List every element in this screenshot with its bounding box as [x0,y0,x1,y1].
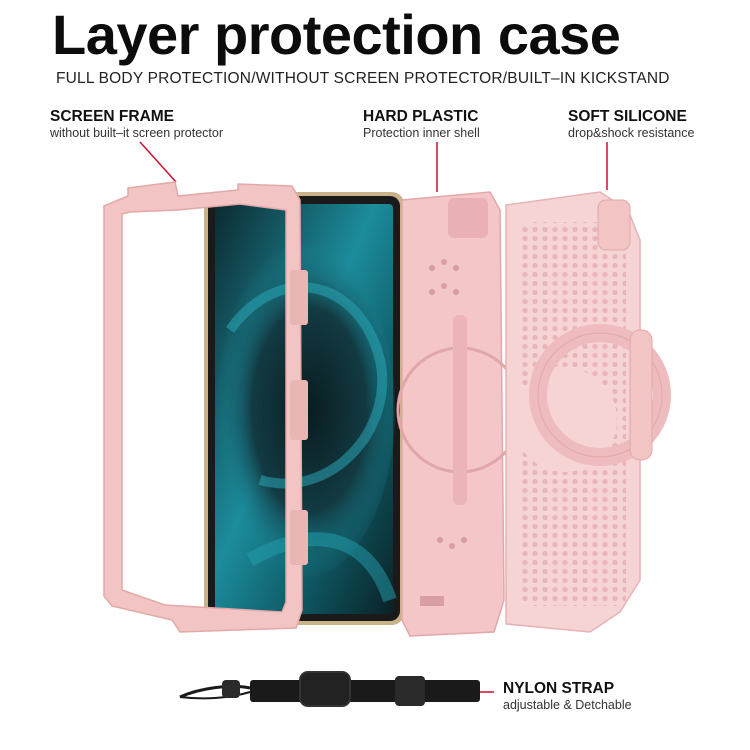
kickstand-ring-illustration [529,324,671,466]
label-soft-silicone-heading: SOFT SILICONE [568,108,687,125]
silicone-case-illustration [505,191,641,633]
label-nylon-strap-heading: NYLON STRAP [503,680,615,697]
page-subtitle: FULL BODY PROTECTION/WITHOUT SCREEN PROT… [56,70,670,87]
label-hard-plastic-heading: HARD PLASTIC [363,108,479,125]
page-title: Layer protection case [52,3,621,66]
label-hard-plastic: HARD PLASTIC Protection inner shell [363,108,480,141]
label-screen-frame-heading: SCREEN FRAME [50,108,175,125]
hard-shell-illustration [396,191,524,637]
label-nylon-strap-desc: adjustable & Detchable [503,698,632,712]
pointer-screen-frame [139,141,177,183]
label-screen-frame: SCREEN FRAME without built–it screen pro… [50,108,223,141]
label-screen-frame-desc: without built–it screen protector [50,126,224,140]
screen-frame-illustration [103,181,308,633]
label-hard-plastic-desc: Protection inner shell [363,126,480,140]
label-soft-silicone: SOFT SILICONE drop&shock resistance [568,108,694,141]
label-soft-silicone-desc: drop&shock resistance [568,126,695,140]
nylon-strap-illustration [179,671,480,707]
label-nylon-strap: NYLON STRAP adjustable & Detchable [503,680,632,713]
